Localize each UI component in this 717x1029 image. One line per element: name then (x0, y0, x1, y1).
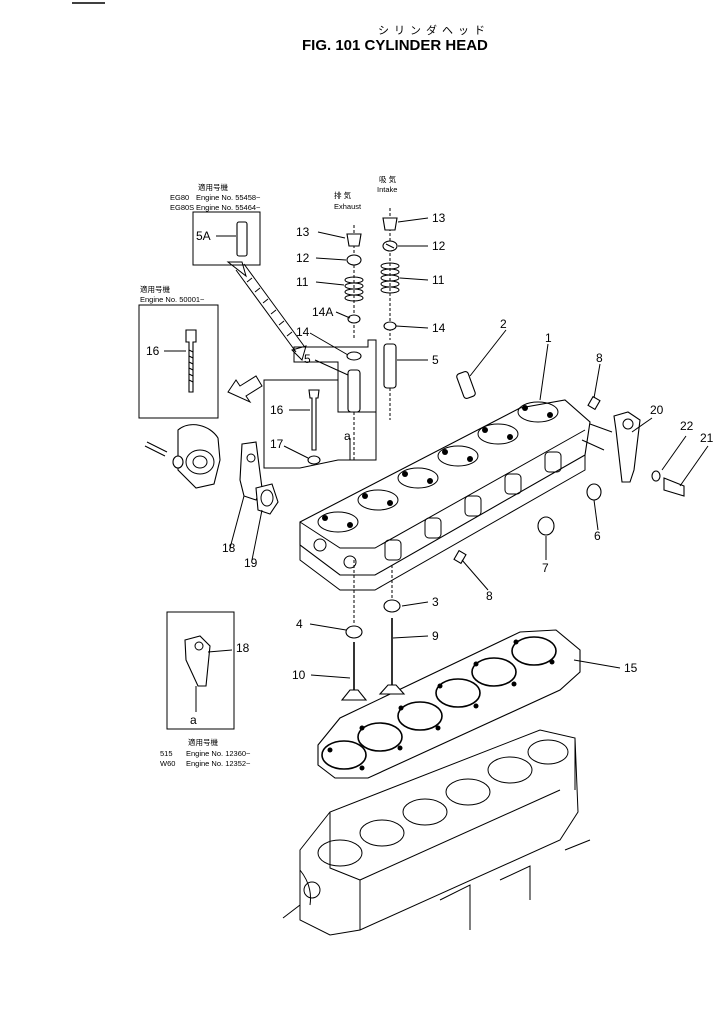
callout-12-exhaust: 12 (296, 251, 310, 265)
plug-8-top (587, 395, 601, 411)
callout-14a: 14A (312, 305, 333, 319)
eg80s-engine: Engine No. 55464~ (196, 203, 261, 212)
callout-18: 18 (222, 541, 236, 555)
callout-13-exhaust: 13 (296, 225, 310, 239)
callout-2: 2 (500, 317, 507, 331)
exhaust-valve-parts (344, 225, 364, 460)
callout-7: 7 (542, 561, 549, 575)
callout-5-exhaust: 5 (304, 352, 311, 366)
callout-5a: 5A (196, 229, 211, 243)
title-japanese: シリンダヘッド (378, 23, 490, 37)
figure-title: FIG. 101 CYLINDER HEAD (302, 37, 488, 54)
callout-1: 1 (545, 331, 552, 345)
variant-box-5a (192, 211, 261, 266)
plug-7 (537, 516, 555, 536)
callout-14-intake: 14 (432, 321, 446, 335)
callout-17: 17 (270, 437, 284, 451)
plug-6 (586, 483, 602, 501)
intake-valve-parts (380, 208, 400, 420)
washer-22 (651, 470, 661, 482)
bracket-20 (613, 411, 641, 483)
engine-515: Engine No. 12360~ (186, 749, 251, 758)
callout-14-exhaust: 14 (296, 325, 310, 339)
intake-spring-11 (380, 262, 400, 294)
reference-arrow (226, 261, 307, 361)
callout-8-bottom: 8 (486, 589, 493, 603)
callout-6: 6 (594, 529, 601, 543)
callout-21: 21 (700, 431, 714, 445)
applic-jp-515: 適用号機 (188, 737, 218, 747)
callout-9: 9 (432, 629, 439, 643)
exhaust-label: Exhaust (334, 202, 362, 211)
model-515: 515 (160, 749, 173, 758)
exhaust-jp: 排 気 (334, 190, 352, 200)
applic-jp-eg80: 適用号機 (198, 182, 228, 192)
eg80-engine: Engine No. 55458~ (196, 193, 261, 202)
callout-19: 19 (244, 556, 258, 570)
intake-label: Intake (377, 185, 397, 194)
callout-20: 20 (650, 403, 664, 417)
intake-seat-14 (383, 321, 397, 331)
leader-lines (164, 217, 709, 712)
intake-valve-cap-13 (382, 217, 398, 231)
engine-w60: Engine No. 12352~ (186, 759, 251, 768)
callout-22: 22 (680, 419, 694, 433)
thermostat-housing (144, 424, 221, 489)
callout-8-top: 8 (596, 351, 603, 365)
callout-labels: 13 12 11 14A 14 5 13 12 11 14 5 2 1 8 20… (146, 211, 714, 727)
bolt-21 (663, 477, 685, 497)
callout-12-intake: 12 (432, 239, 446, 253)
eg80s-model: EG80S (170, 203, 194, 212)
head-gasket (317, 629, 581, 779)
ref-a-top: a (344, 429, 351, 443)
sleeve-2 (456, 371, 476, 399)
open-arrow (227, 375, 263, 404)
engine-50001: Engine No. 50001~ (140, 295, 205, 304)
applic-jp-50001: 適用号機 (140, 284, 170, 294)
callout-4: 4 (296, 617, 303, 631)
eg80-model: EG80 (170, 193, 189, 202)
callout-10: 10 (292, 668, 306, 682)
annotations: 排 気 Exhaust 吸 気 Intake 適用号機 EG80 Engine … (140, 174, 397, 768)
intake-guide-5 (383, 343, 397, 389)
callout-5-intake: 5 (432, 353, 439, 367)
gasket-19 (255, 483, 279, 515)
callout-3: 3 (432, 595, 439, 609)
variant-box-18 (166, 611, 235, 730)
intake-jp: 吸 気 (379, 174, 397, 184)
model-w60: W60 (160, 759, 175, 768)
callout-15: 15 (624, 661, 638, 675)
callout-11-intake: 11 (432, 273, 445, 287)
cylinder-head (299, 399, 591, 591)
callout-11-exhaust: 11 (296, 275, 309, 289)
lower-valve-parts (340, 560, 406, 701)
callout-16-center: 16 (270, 403, 284, 417)
ref-a-bottom: a (190, 713, 197, 727)
callout-16-left: 16 (146, 344, 160, 358)
engine-block (282, 729, 591, 936)
variant-box-16 (138, 304, 219, 419)
plug-8-bottom (453, 549, 467, 565)
callout-18-box: 18 (236, 641, 250, 655)
bracket-18 (239, 441, 263, 501)
callout-13-intake: 13 (432, 211, 446, 225)
